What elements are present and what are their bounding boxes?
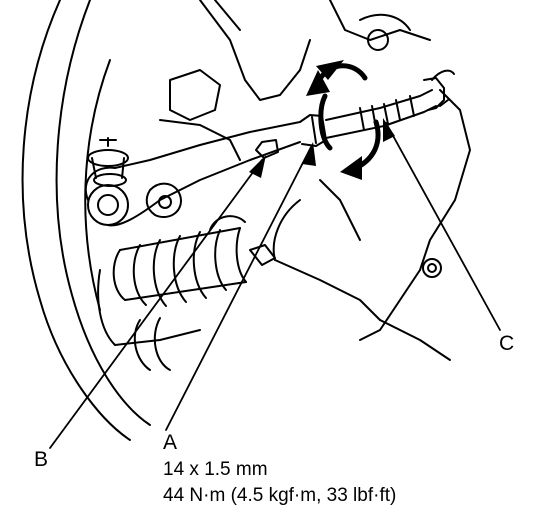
lower-arm [145,179,451,361]
leader-line-b [49,159,263,449]
tie-rod-end-flats [255,139,279,159]
torque-spec: 44 N·m (4.5 kgf·m, 33 lbf·ft) [163,485,397,506]
leader-lines [49,122,501,449]
steering-knuckle [159,0,471,341]
callout-label-b: B [34,448,49,471]
leader-line-c [385,122,501,331]
tie-rod-end [85,121,301,227]
leader-line-a [165,146,312,431]
callout-label-a: A [163,431,178,454]
leader-arrowheads [249,118,395,178]
rotation-arrowheads [306,60,362,180]
thread-spec: 14 x 1.5 mm [163,459,268,480]
steering-rack-boot [97,227,247,371]
callout-label-c: C [499,332,515,355]
rotation-arrow-icon [315,63,381,173]
